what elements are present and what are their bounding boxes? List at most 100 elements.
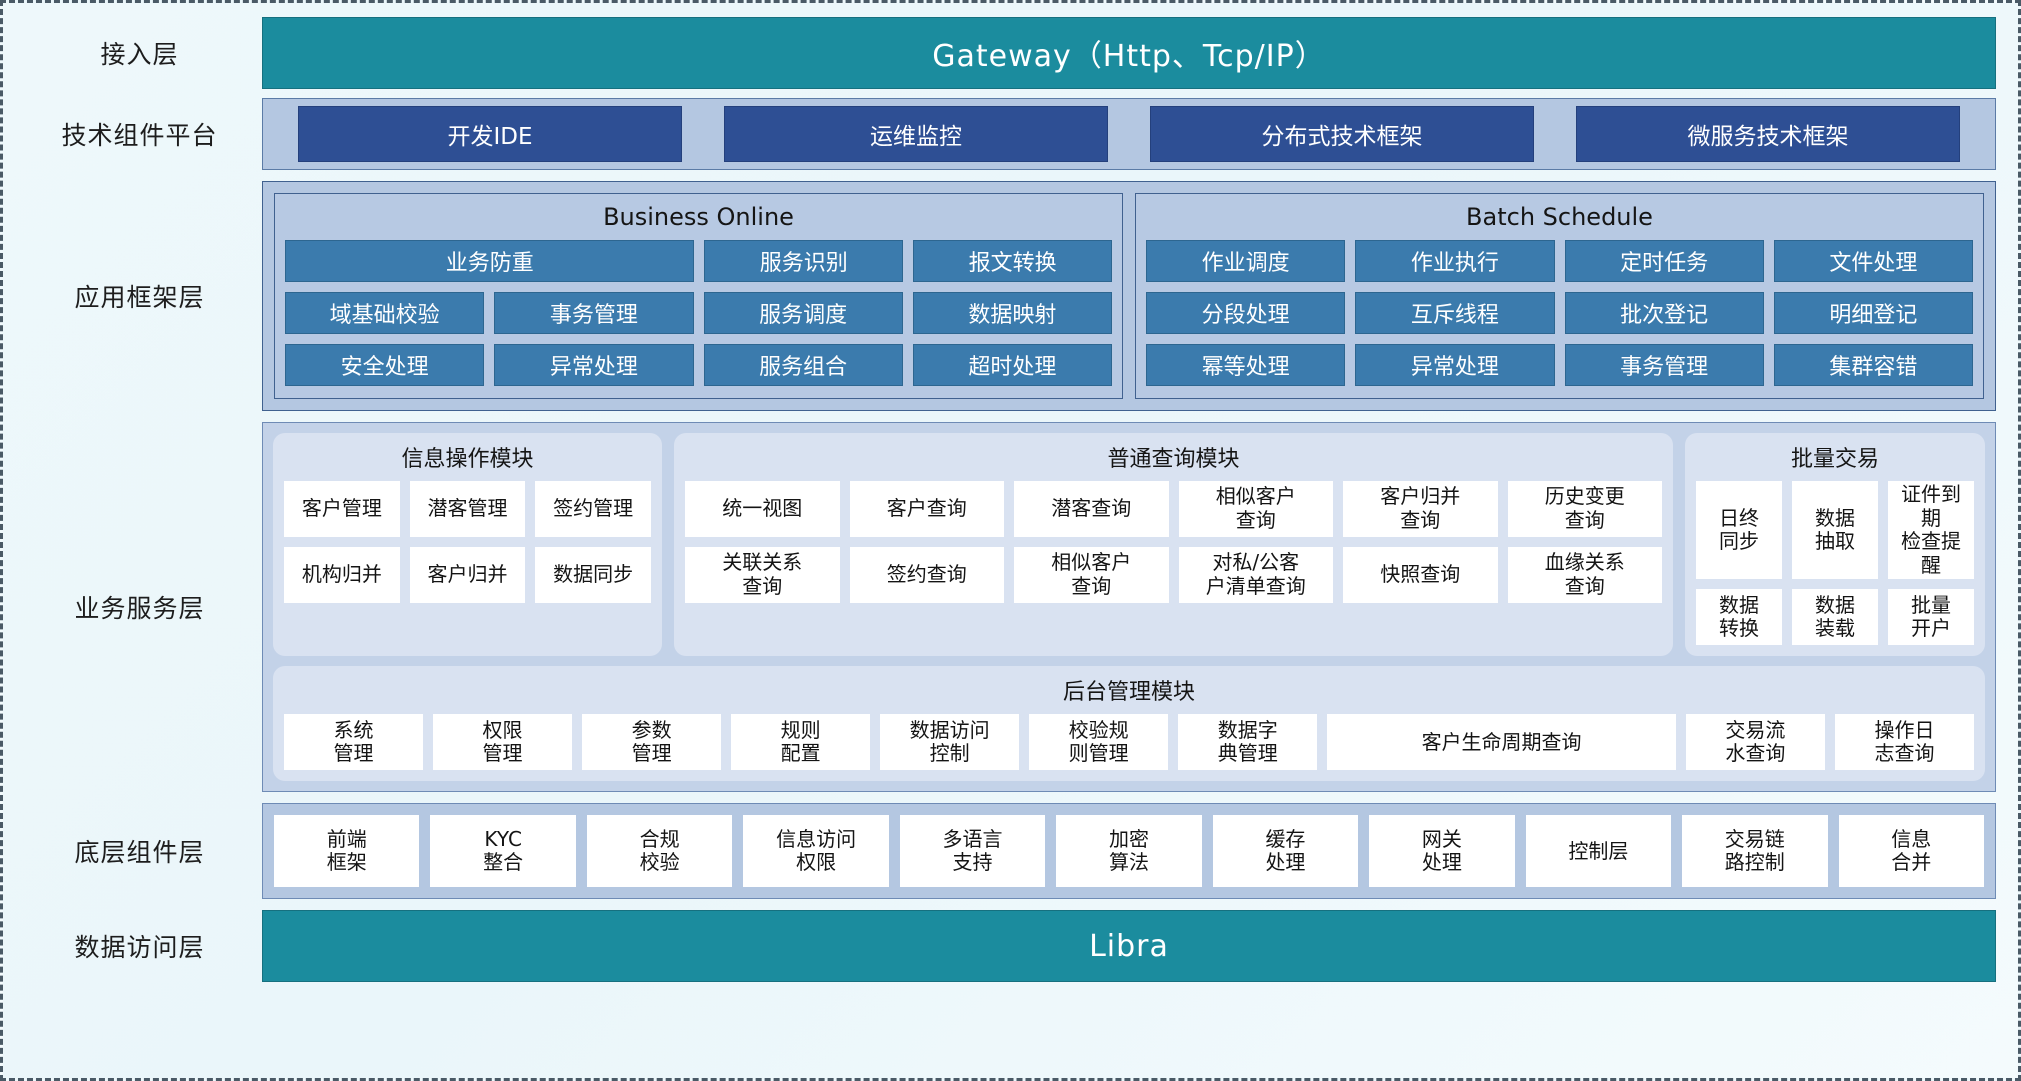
service-function-cell[interactable]: 数据 装载 — [1792, 589, 1878, 646]
service-grid-common-query: 统一视图客户查询潜客查询相似客户 查询客户归并 查询历史变更 查询关联关系 查询… — [685, 481, 1662, 603]
service-function-cell[interactable]: 证件到期 检查提醒 — [1888, 481, 1974, 580]
admin-function-cell[interactable]: 客户生命周期查询 — [1327, 714, 1676, 771]
service-group-title-info-operations: 信息操作模块 — [401, 447, 534, 472]
service-function-cell[interactable]: 客户归并 查询 — [1343, 481, 1498, 537]
app-capability-cell[interactable]: 作业调度 — [1146, 240, 1346, 282]
app-capability-cell[interactable]: 幂等处理 — [1146, 344, 1346, 386]
admin-function-cell[interactable]: 交易流 水查询 — [1685, 714, 1825, 771]
admin-function-cell[interactable]: 操作日 志查询 — [1834, 714, 1974, 771]
tech-chip-ops-monitor[interactable]: 运维监控 — [724, 106, 1108, 162]
service-grid-backend-admin: 系统 管理权限 管理参数 管理规则 配置数据访问 控制校验规 则管理数据字 典管… — [284, 714, 1974, 771]
service-function-cell[interactable]: 快照查询 — [1343, 547, 1498, 603]
service-function-cell[interactable]: 血缘关系 查询 — [1507, 547, 1662, 603]
service-grid-row: 统一视图客户查询潜客查询相似客户 查询客户归并 查询历史变更 查询 — [685, 481, 1662, 537]
app-capability-cell[interactable]: 事务管理 — [1564, 344, 1764, 386]
app-capability-cell[interactable]: 事务管理 — [494, 292, 694, 334]
service-function-cell[interactable]: 客户归并 — [409, 547, 526, 603]
bottom-component-cell[interactable]: 加密 算法 — [1056, 815, 1202, 888]
service-function-cell[interactable]: 统一视图 — [685, 481, 840, 537]
service-grid-row: 关联关系 查询签约查询相似客户 查询对私/公客 户清单查询快照查询血缘关系 查询 — [685, 547, 1662, 603]
app-capability-cell[interactable]: 异常处理 — [494, 344, 694, 386]
layer-content-tech-platform: 开发IDE 运维监控 分布式技术框架 微服务技术框架 — [262, 98, 1996, 170]
app-capability-cell[interactable]: 集群容错 — [1773, 344, 1973, 386]
service-grid-info-operations: 客户管理潜客管理签约管理机构归并客户归并数据同步 — [284, 481, 652, 603]
service-function-cell[interactable]: 潜客查询 — [1014, 481, 1169, 537]
bottom-component-cell[interactable]: 多语言 支持 — [899, 815, 1046, 888]
service-function-cell[interactable]: 历史变更 查询 — [1507, 481, 1662, 537]
layer-content-app-framework: Business Online 业务防重服务识别报文转换域基础校验事务管理服务调… — [262, 181, 1996, 411]
app-grid-row: 安全处理异常处理服务组合超时处理 — [285, 344, 1112, 386]
service-function-cell[interactable]: 相似客户 查询 — [1014, 547, 1169, 603]
service-group-title-common-query: 普通查询模块 — [1107, 447, 1240, 472]
app-capability-cell[interactable]: 批次登记 — [1564, 292, 1764, 334]
tech-chip-ide[interactable]: 开发IDE — [298, 106, 682, 162]
layer-label-data-access: 数据访问层 — [74, 933, 205, 963]
bottom-component-cell[interactable]: 控制层 — [1525, 815, 1672, 888]
tech-chip-distributed-framework[interactable]: 分布式技术框架 — [1150, 106, 1534, 162]
app-capability-cell[interactable]: 定时任务 — [1564, 240, 1764, 282]
app-capability-cell[interactable]: 异常处理 — [1355, 344, 1555, 386]
bottom-component-cell[interactable]: 合规 校验 — [586, 815, 733, 888]
layer-row-business-service: 业务服务层 信息操作模块 客户管理潜客管理签约管理机构归并客户归并数据同步 普通… — [17, 422, 1996, 793]
admin-function-cell[interactable]: 数据访问 控制 — [880, 714, 1020, 771]
service-function-cell[interactable]: 数据 转换 — [1696, 589, 1782, 646]
app-capability-cell[interactable]: 互斥线程 — [1355, 292, 1555, 334]
app-capability-cell[interactable]: 服务调度 — [703, 292, 903, 334]
admin-function-cell[interactable]: 校验规 则管理 — [1029, 714, 1169, 771]
service-function-cell[interactable]: 客户查询 — [849, 481, 1004, 537]
service-grid-row: 日终 同步数据 抽取证件到期 检查提醒 — [1696, 481, 1974, 580]
layer-label-tech-platform: 技术组件平台 — [61, 121, 218, 150]
layer-content-business-service: 信息操作模块 客户管理潜客管理签约管理机构归并客户归并数据同步 普通查询模块 统… — [262, 422, 1996, 793]
admin-function-cell[interactable]: 系统 管理 — [284, 714, 424, 771]
service-function-cell[interactable]: 数据 抽取 — [1792, 481, 1878, 580]
app-grid-row: 分段处理互斥线程批次登记明细登记 — [1146, 292, 1973, 334]
service-function-cell[interactable]: 机构归并 — [284, 547, 400, 603]
service-function-cell[interactable]: 潜客管理 — [409, 481, 526, 537]
service-function-cell[interactable]: 数据同步 — [535, 547, 652, 603]
app-capability-cell[interactable]: 数据映射 — [912, 292, 1112, 334]
bottom-component-cell[interactable]: KYC 整合 — [430, 815, 576, 888]
app-capability-cell[interactable]: 服务识别 — [704, 240, 904, 282]
app-capability-cell[interactable]: 分段处理 — [1146, 292, 1346, 334]
admin-function-cell[interactable]: 参数 管理 — [582, 714, 722, 771]
admin-function-cell[interactable]: 规则 配置 — [731, 714, 871, 771]
app-capability-cell[interactable]: 安全处理 — [285, 344, 485, 386]
bottom-component-cell[interactable]: 网关 处理 — [1369, 815, 1515, 888]
app-grid-row: 域基础校验事务管理服务调度数据映射 — [285, 292, 1112, 334]
app-grid-batch-schedule: 作业调度作业执行定时任务文件处理分段处理互斥线程批次登记明细登记幂等处理异常处理… — [1146, 240, 1973, 386]
app-capability-cell[interactable]: 明细登记 — [1773, 292, 1973, 334]
service-grid-batch-transaction: 日终 同步数据 抽取证件到期 检查提醒数据 转换数据 装载批量 开户 — [1696, 481, 1974, 646]
app-capability-cell[interactable]: 文件处理 — [1773, 240, 1973, 282]
app-capability-cell[interactable]: 域基础校验 — [285, 292, 485, 334]
service-group-title-batch-transaction: 批量交易 — [1790, 447, 1879, 472]
bottom-component-cell[interactable]: 信息 合并 — [1838, 815, 1984, 888]
bottom-component-cell[interactable]: 前端 框架 — [274, 815, 420, 888]
service-function-cell[interactable]: 签约查询 — [849, 547, 1004, 603]
service-function-cell[interactable]: 关联关系 查询 — [685, 547, 840, 603]
service-function-cell[interactable]: 签约管理 — [535, 481, 652, 537]
service-function-cell[interactable]: 批量 开户 — [1888, 589, 1974, 646]
service-function-cell[interactable]: 日终 同步 — [1696, 481, 1782, 580]
service-group-info-operations: 信息操作模块 客户管理潜客管理签约管理机构归并客户归并数据同步 — [273, 433, 662, 657]
bottom-component-cell[interactable]: 交易链 路控制 — [1682, 815, 1828, 888]
bottom-component-cell[interactable]: 缓存 处理 — [1212, 815, 1359, 888]
service-module-row: 信息操作模块 客户管理潜客管理签约管理机构归并客户归并数据同步 普通查询模块 统… — [273, 433, 1985, 657]
app-capability-cell[interactable]: 业务防重 — [285, 240, 695, 282]
service-function-cell[interactable]: 相似客户 查询 — [1178, 481, 1333, 537]
app-capability-cell[interactable]: 服务组合 — [703, 344, 903, 386]
admin-function-cell[interactable]: 权限 管理 — [433, 714, 573, 771]
bottom-component-cell[interactable]: 信息访问 权限 — [743, 815, 889, 888]
service-function-cell[interactable]: 客户管理 — [284, 481, 400, 537]
service-function-cell[interactable]: 对私/公客 户清单查询 — [1178, 547, 1333, 603]
admin-function-cell[interactable]: 数据字 典管理 — [1178, 714, 1318, 771]
tech-chip-microservice-framework[interactable]: 微服务技术框架 — [1576, 106, 1960, 162]
app-capability-cell[interactable]: 超时处理 — [912, 344, 1112, 386]
layer-content-access: Gateway（Http、Tcp/IP） — [262, 17, 1996, 89]
app-capability-cell[interactable]: 报文转换 — [913, 240, 1113, 282]
layer-row-data-access: 数据访问层 Libra — [17, 910, 1996, 983]
gateway-bar: Gateway（Http、Tcp/IP） — [262, 17, 1996, 89]
app-capability-cell[interactable]: 作业执行 — [1355, 240, 1555, 282]
